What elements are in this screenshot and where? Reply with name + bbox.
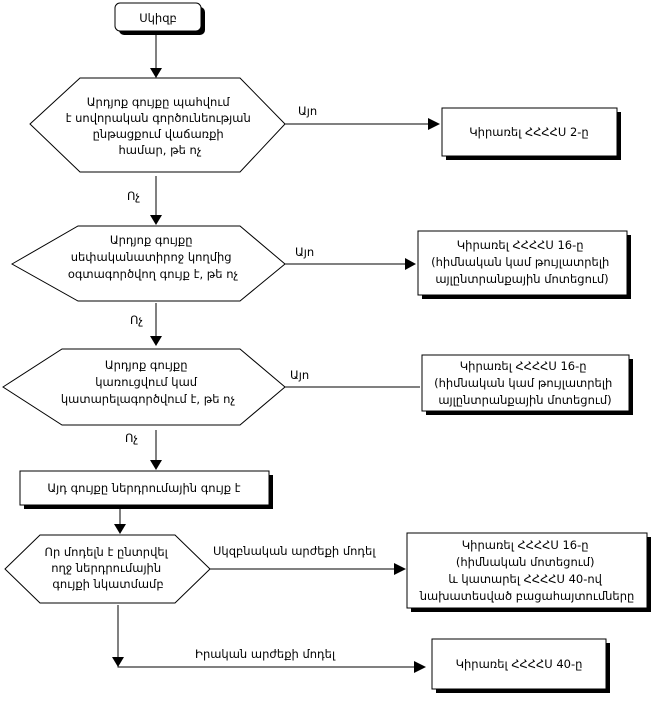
process-5: Կիրառել ՀՀՀՀՍ 16-ը (հիմնական մոտեցում) և… xyxy=(406,532,651,612)
edge-label-no-2: Ոչ xyxy=(130,313,143,327)
process-2: Կիրառել ՀՀՀՀՍ 16-ը (հիմնական կամ թույլատ… xyxy=(417,230,631,299)
arrowhead xyxy=(150,68,162,78)
edge-label-cost-model: Սկզբնական արժեքի մոդել xyxy=(213,544,376,558)
decision-1: Արդյոք գույքը պահվում է սովորական գործու… xyxy=(29,77,286,173)
process-3-text: Կիրառել ՀՀՀՀՍ 16-ը (հիմնական կամ թույլատ… xyxy=(434,359,616,407)
process-2-text: Կիրառել ՀՀՀՀՍ 16-ը (հիմնական կամ թույլատ… xyxy=(431,238,613,286)
edge-labels: Այո Ոչ Այո Ոչ Այո Ոչ Սկզբնական արժեքի մո… xyxy=(125,104,376,661)
decision-2: Արդյոք գույքը սեփականատիրոջ կողմից օգտագ… xyxy=(10,225,286,302)
arrowhead xyxy=(150,215,162,225)
edge-label-no-1: Ոչ xyxy=(127,189,140,203)
arrowhead xyxy=(114,524,126,534)
arrowhead xyxy=(112,657,124,667)
arrowhead xyxy=(414,661,426,673)
decision-3-text: Արդյոք գույքը կառուցվում կամ կատարելագոր… xyxy=(61,358,236,406)
decision-2-text: Արդյոք գույքը սեփականատիրոջ կողմից օգտագ… xyxy=(68,233,239,281)
process-4: Այդ գույքը ներդրումային գույք է xyxy=(19,470,273,509)
process-4-text: Այդ գույքը ներդրումային գույք է xyxy=(47,481,240,495)
process-6-text: Կիրառել ՀՀՀՀՍ 40-ը xyxy=(456,657,583,671)
edge-label-yes-2: Այո xyxy=(295,245,314,259)
process-1: Կիրառել ՀՀՀՀՍ 2-ը xyxy=(441,107,621,160)
start-label: Սկիզբ xyxy=(139,11,177,25)
edge-label-yes-1: Այո xyxy=(298,104,317,118)
arrowhead xyxy=(405,258,416,270)
decision-3: Արդյոք գույքը կառուցվում կամ կատարելագոր… xyxy=(2,348,286,426)
start-node: Սկիզբ xyxy=(114,2,205,35)
process-6: Կիրառել ՀՀՀՀՍ 40-ը xyxy=(431,638,610,693)
edge-label-no-3: Ոչ xyxy=(125,431,138,445)
process-1-text: Կիրառել ՀՀՀՀՍ 2-ը xyxy=(469,125,588,139)
arrowhead xyxy=(394,563,406,575)
process-5-text: Կիրառել ՀՀՀՀՍ 16-ը (հիմնական մոտեցում) և… xyxy=(419,538,635,603)
process-3: Կիրառել ՀՀՀՀՍ 16-ը (հիմնական կամ թույլատ… xyxy=(421,354,633,415)
decision-1-text: Արդյոք գույքը պահվում է սովորական գործու… xyxy=(66,95,255,157)
edge-label-yes-3: Այո xyxy=(290,368,309,382)
arrowhead xyxy=(150,460,162,470)
decision-4-text: Որ մոդելն է ընտրվել ողջ ներդրումային գու… xyxy=(45,545,172,591)
arrowheads xyxy=(112,68,440,673)
decision-4: Որ մոդելն է ընտրվել ողջ ներդրումային գու… xyxy=(4,534,211,604)
arrowhead xyxy=(428,118,440,130)
arrowhead xyxy=(150,336,162,346)
edge-label-fair-value-model: Իրական արժեքի մոդել xyxy=(195,647,336,661)
